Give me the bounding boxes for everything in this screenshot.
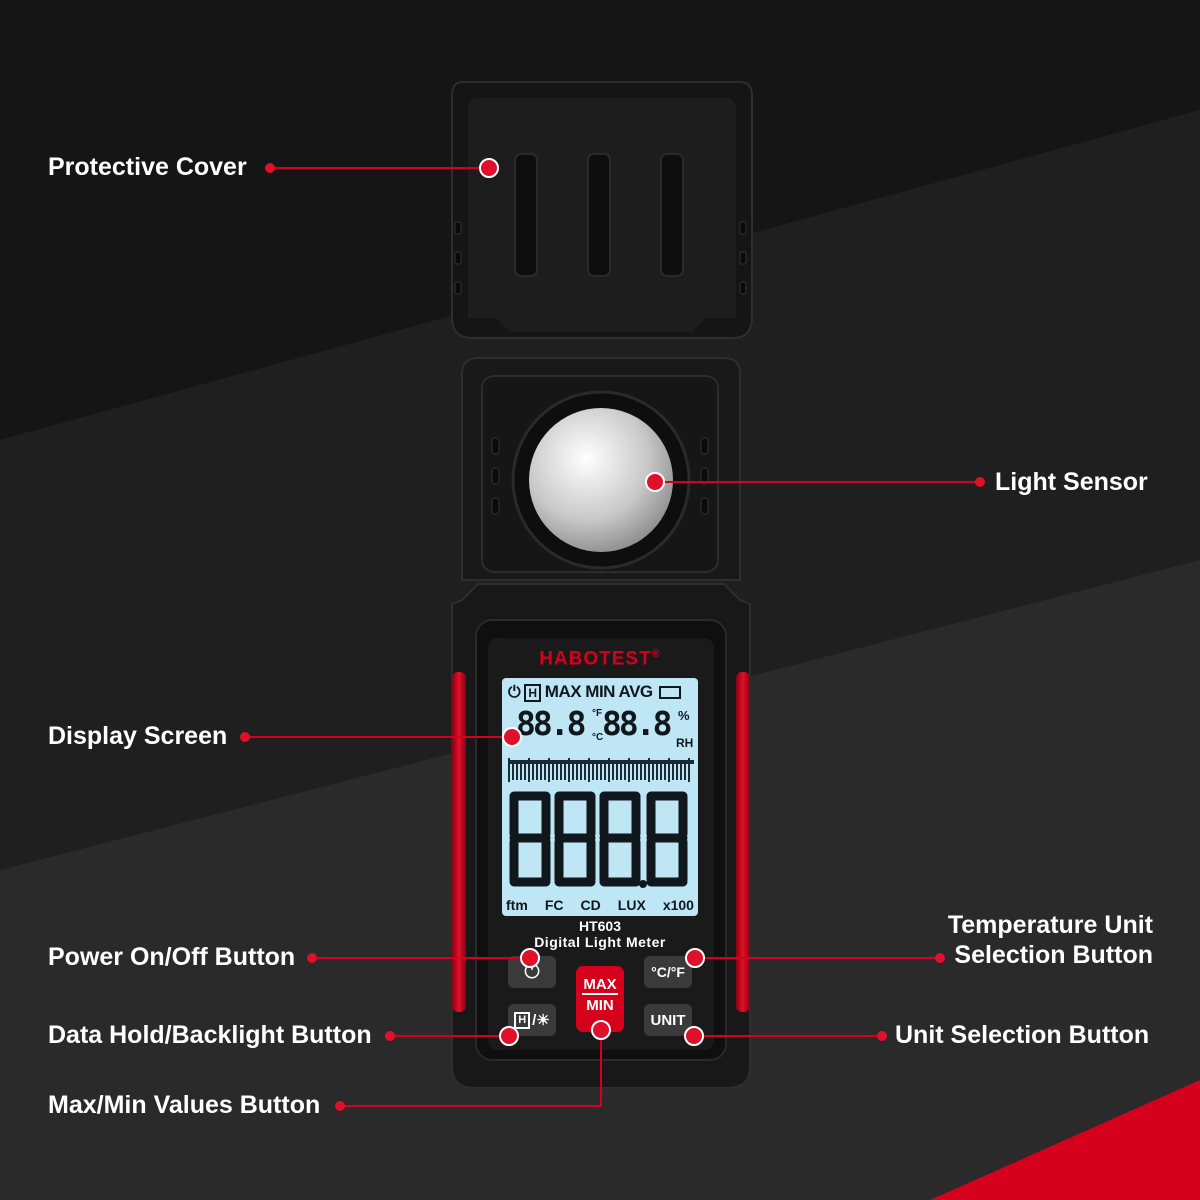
bargraph-tick [536,762,538,780]
bargraph-tick [668,758,670,782]
bargraph-tick [660,762,662,780]
lcd-overlay: ⏻ H MAX MIN AVG 88.8 °F °C 88.8 % RH 888… [502,678,698,916]
temp-unit-button-label: °C/°F [651,964,685,980]
bargraph-tick [628,758,630,782]
unit-cd: CD [580,897,601,913]
bargraph-tick [532,762,534,780]
bargraph-tick [516,762,518,780]
hold-backlight-button[interactable]: H /☀ [508,1004,556,1036]
model-number: HT603 [578,918,622,934]
bargraph-tick [572,762,574,780]
power-status-icon: ⏻ [508,684,521,701]
max-min-button[interactable]: MAX MIN [576,966,624,1032]
lcd-temp-f: °F [592,708,603,719]
bargraph-tick [588,758,590,782]
product-name: Digital Light Meter [534,934,666,950]
bargraph-tick [548,758,550,782]
label-light-sensor: Light Sensor [995,468,1148,496]
power-icon: ⏻ [524,960,540,983]
lcd-temp-digits: 88.8 [516,704,587,743]
bargraph-tick [648,758,650,782]
bargraph-tick [620,762,622,780]
bargraph-tick [636,762,638,780]
bargraph-tick [584,762,586,780]
label-temp-unit: Temperature Unit Selection Button [900,910,1153,970]
bargraph-tick [672,762,674,780]
bargraph-tick [568,758,570,782]
bargraph-tick [544,762,546,780]
label-temp-unit-line2: Selection Button [954,941,1153,969]
bargraph-tick [616,762,618,780]
lcd-rh-percent: % [678,708,690,723]
bargraph-tick [600,762,602,780]
lcd-temp-c: °C [592,732,604,743]
bargraph-tick [688,758,690,782]
label-data-hold: Data Hold/Backlight Button [48,1021,372,1049]
bargraph-tick [520,762,522,780]
label-protective-cover: Protective Cover [48,153,247,181]
lcd-units-row: ftm FC CD LUX x100 [506,897,694,913]
bargraph-tick [552,762,554,780]
label-power-button: Power On/Off Button [48,943,296,971]
unit-lux: LUX [617,897,646,913]
bargraph-tick [684,762,686,780]
brand-logo: HABOTEST® [502,648,698,670]
battery-icon [658,686,681,700]
bargraph-tick [664,762,666,780]
label-temp-unit-line1: Temperature Unit [947,911,1153,939]
label-unit-selection: Unit Selection Button [895,1021,1150,1049]
hold-status-icon: H [524,684,541,702]
bargraph-tick [556,762,558,780]
brand-name: HABOTEST [539,648,652,670]
bargraph-tick [528,758,530,782]
unit-button[interactable]: UNIT [644,1004,692,1036]
bargraph-tick [508,758,510,782]
power-button[interactable]: ⏻ [508,956,556,988]
bargraph-tick [608,758,610,782]
unit-x100: x100 [662,897,694,913]
temp-unit-button[interactable]: °C/°F [644,956,692,988]
bargraph-tick [560,762,562,780]
bargraph-tick [656,762,658,780]
max-label: MAX [582,976,618,995]
protective-cover [451,81,753,339]
bargraph-tick [512,762,514,780]
lcd-status-text: MAX MIN AVG [544,682,653,701]
hold-icon: H [514,1011,531,1029]
bargraph-tick [524,762,526,780]
bargraph-tick [592,762,594,780]
bargraph-tick [640,762,642,780]
bargraph-tick [576,762,578,780]
bargraph-tick [604,762,606,780]
bargraph-tick [644,762,646,780]
unit-ftm: ftm [506,897,528,913]
min-label: MIN [586,997,614,1014]
registered-mark: ® [651,648,661,660]
bargraph-tick [680,762,682,780]
lcd-rh-label: RH [676,736,694,750]
bargraph-tick [564,762,566,780]
label-max-min: Max/Min Values Button [48,1091,321,1119]
bargraph-tick [540,762,542,780]
bargraph-tick [596,762,598,780]
backlight-icon: /☀ [532,1012,550,1029]
bargraph-tick [652,762,654,780]
unit-fc: FC [544,897,564,913]
bargraph-tick [624,762,626,780]
unit-button-label: UNIT [650,1011,686,1029]
bargraph-tick [580,762,582,780]
bargraph-tick [676,762,678,780]
lcd-status-row: ⏻ H MAX MIN AVG [508,682,681,702]
sensor-head [461,357,741,581]
lcd-screen [502,678,698,916]
lcd-rh-digits: 88.8 [602,704,673,743]
label-display-screen: Display Screen [48,722,228,750]
bargraph-tick [632,762,634,780]
bargraph-tick [612,762,614,780]
